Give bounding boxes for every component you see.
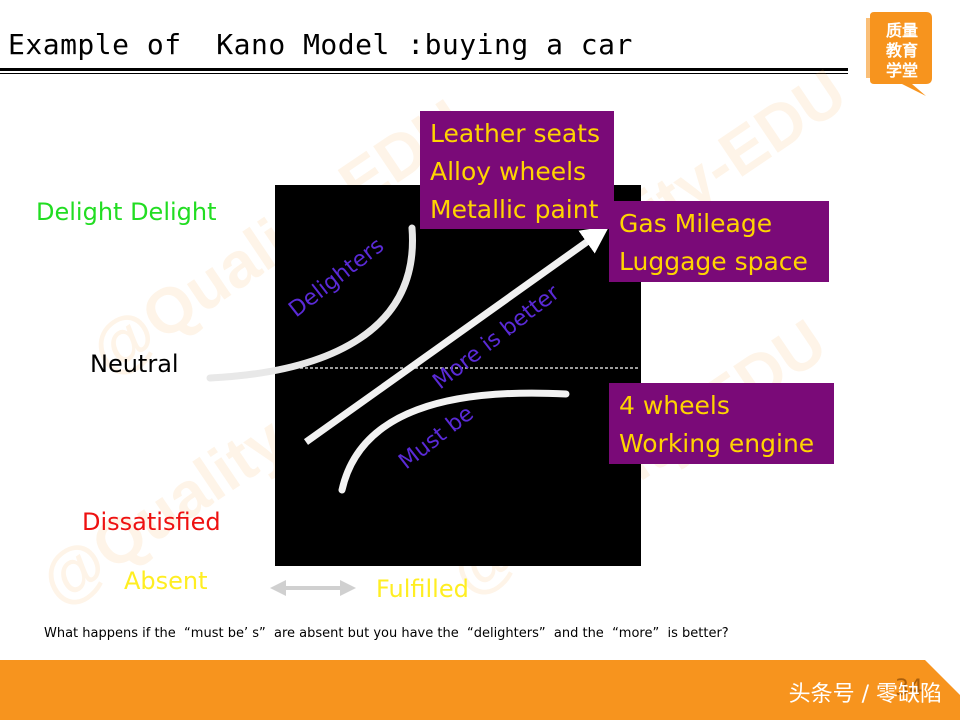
title-underline xyxy=(0,68,848,71)
slide-title: Example of Kano Model :buying a car xyxy=(8,28,633,61)
absent-axis-label: Absent xyxy=(124,567,208,595)
discussion-question: What happens if the “must be’ s” are abs… xyxy=(44,626,729,641)
neutral-axis-label: Neutral xyxy=(90,350,179,378)
more-is-better-examples-box: Gas Mileage Luggage space xyxy=(609,201,829,282)
page-number: 34 xyxy=(895,676,923,701)
dissatisfied-axis-label: Dissatisfied xyxy=(82,508,221,536)
delighter-item: Metallic paint xyxy=(430,195,599,224)
delighters-curve xyxy=(206,224,416,382)
logo-line-2: 教育 xyxy=(886,41,918,60)
delighter-item: Leather seats xyxy=(430,119,600,148)
must-be-examples-box: 4 wheels Working engine xyxy=(609,383,834,464)
must-be-item: Working engine xyxy=(619,429,815,458)
quality-edu-logo: 质量 教育 学堂 xyxy=(866,12,932,96)
footer-corner xyxy=(925,660,960,695)
delighters-curve-label: Delighters xyxy=(284,233,389,322)
title-underline-thin xyxy=(0,73,848,74)
fulfilled-axis-label: Fulfilled xyxy=(376,575,469,603)
delighter-item: Alloy wheels xyxy=(430,157,587,186)
footer-source-text: 头条号 / 零缺陷 xyxy=(788,682,942,707)
logo-line-1: 质量 xyxy=(886,21,918,40)
delight-axis-label: Delight Delight xyxy=(36,198,217,226)
must-be-item: 4 wheels xyxy=(619,391,730,420)
footer-bar xyxy=(0,660,960,720)
more-is-better-item: Gas Mileage xyxy=(619,209,773,238)
more-is-better-item: Luggage space xyxy=(619,247,808,276)
delighters-examples-box: Leather seats Alloy wheels Metallic pain… xyxy=(420,111,614,229)
must-be-curve xyxy=(338,389,570,494)
logo-line-3: 学堂 xyxy=(886,61,918,80)
more-is-better-arrow xyxy=(303,225,610,445)
